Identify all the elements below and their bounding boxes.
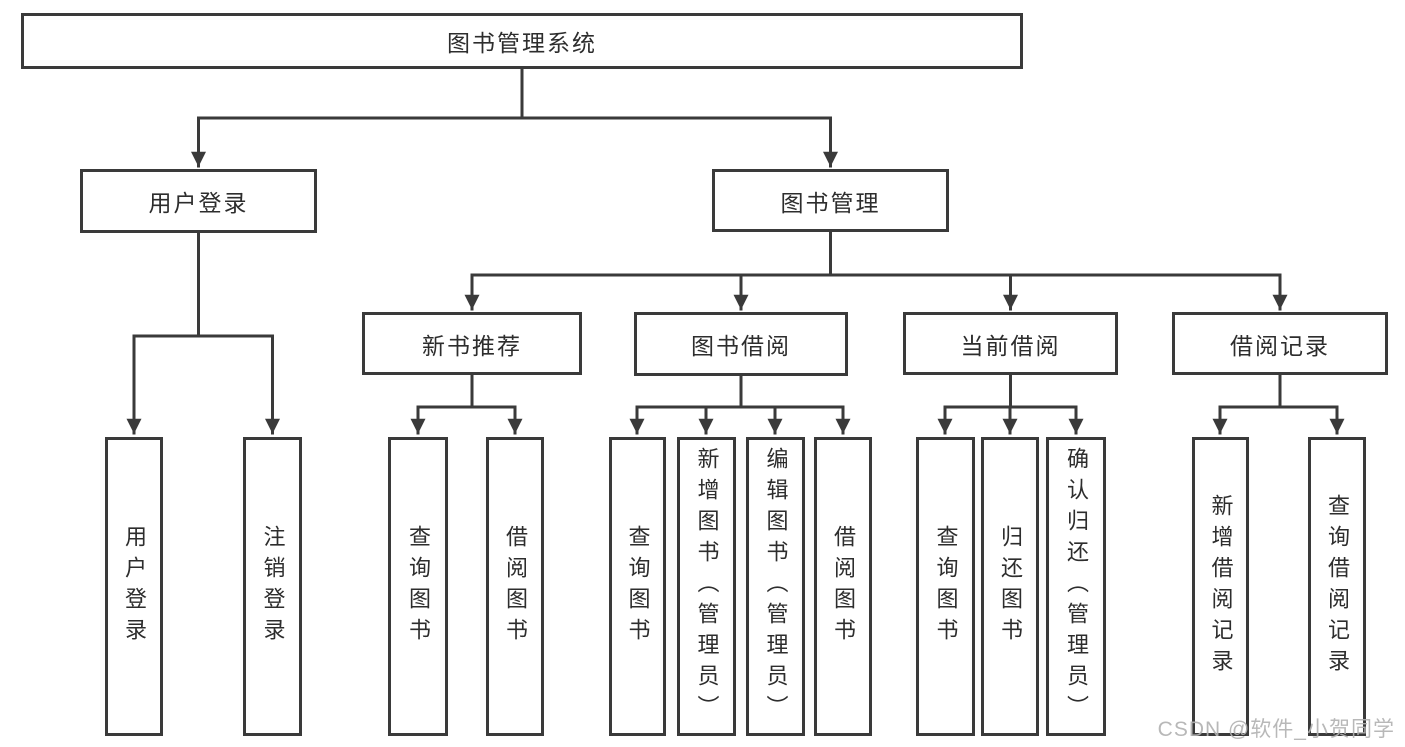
node-leaf-query-books-1: 查询图书 <box>388 437 448 736</box>
node-leaf-return-books: 归还图书 <box>981 437 1039 736</box>
node-leaf-query-books-2: 查询图书 <box>609 437 666 736</box>
node-current-borrow: 当前借阅 <box>903 312 1118 375</box>
node-leaf-borrow-books-2: 借阅图书 <box>814 437 872 736</box>
csdn-watermark: CSDN @软件_小贺同学 <box>1157 718 1395 741</box>
node-user-login-branch: 用户登录 <box>80 169 317 233</box>
node-leaf-user-login: 用户登录 <box>105 437 163 736</box>
node-leaf-borrow-books-1: 借阅图书 <box>486 437 544 736</box>
node-leaf-confirm-return-admin: 确认归还（管理员） <box>1046 437 1106 736</box>
node-leaf-add-borrow-record: 新增借阅记录 <box>1192 437 1249 736</box>
node-leaf-edit-books-admin: 编辑图书（管理员） <box>746 437 805 736</box>
node-leaf-query-books-3: 查询图书 <box>916 437 975 736</box>
node-leaf-logout: 注销登录 <box>243 437 302 736</box>
node-borrow-records: 借阅记录 <box>1172 312 1388 375</box>
node-leaf-query-borrow-record: 查询借阅记录 <box>1308 437 1366 736</box>
node-book-management-branch: 图书管理 <box>712 169 949 232</box>
node-book-borrow: 图书借阅 <box>634 312 848 376</box>
node-new-book-recommend: 新书推荐 <box>362 312 582 375</box>
node-root-library-system: 图书管理系统 <box>21 13 1023 69</box>
node-leaf-add-books-admin: 新增图书（管理员） <box>677 437 736 736</box>
